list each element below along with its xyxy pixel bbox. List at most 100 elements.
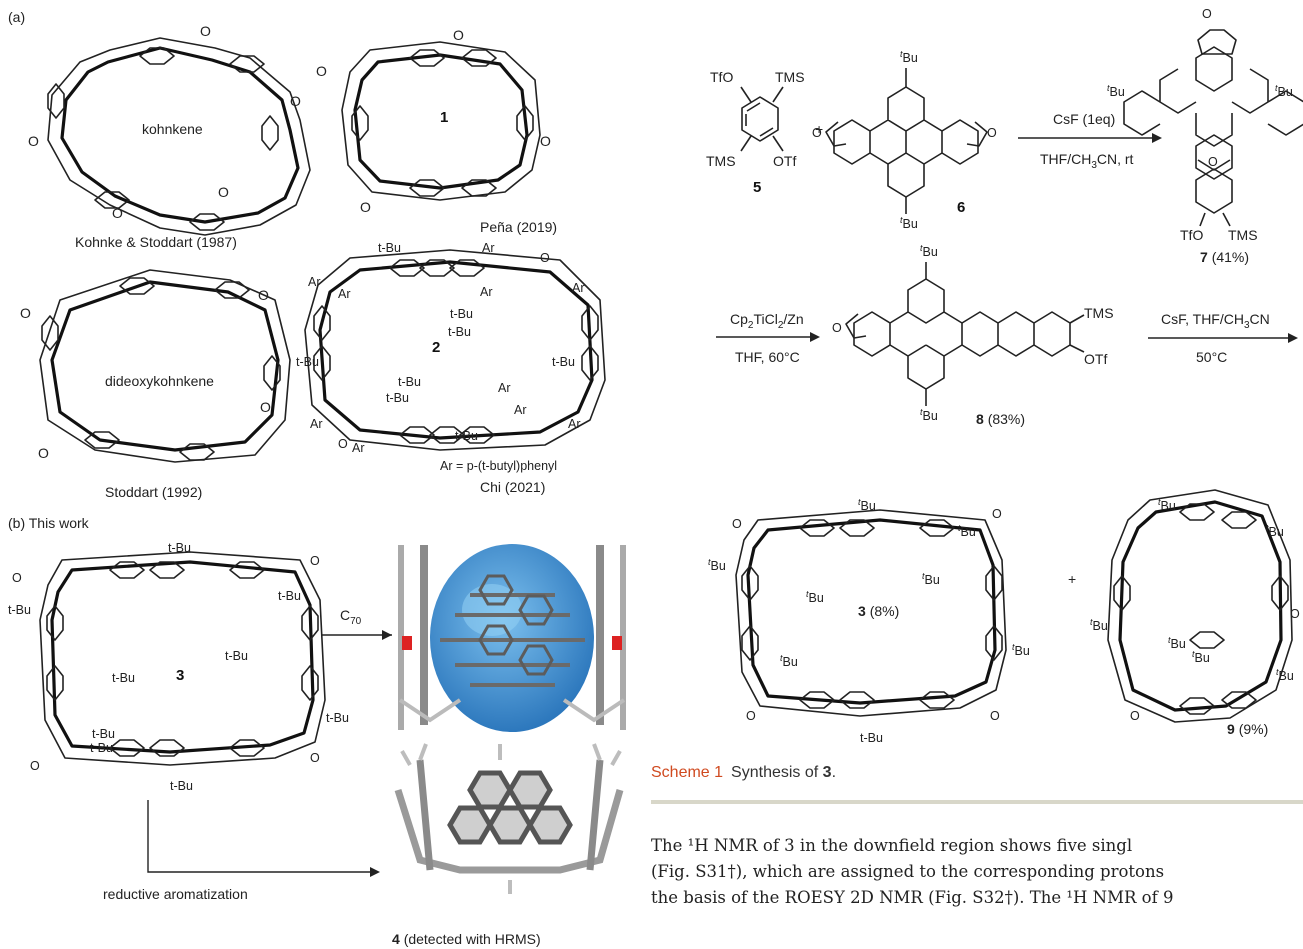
step3-arrowhead [1288,333,1298,343]
svg-text:tBu: tBu [1168,635,1186,651]
panel-a-label: (a) [8,9,25,25]
dideoxykohnkene-credit: Stoddart (1992) [105,484,202,500]
svg-text:t-Bu: t-Bu [8,603,31,617]
svg-text:t-Bu: t-Bu [450,307,473,321]
body-paragraph: The ¹H NMR of 3 in the downfield region … [651,833,1303,911]
svg-text:Ar: Ar [338,287,351,301]
svg-text:O: O [316,63,327,79]
svg-text:O: O [453,27,464,43]
svg-text:O: O [30,759,40,773]
product-4-caption: 4 (detected with HRMS) [392,931,541,947]
svg-text:t-Bu: t-Bu [455,429,478,443]
body-line-3: the basis of the ROESY 2D NMR (Fig. S32†… [651,888,1174,907]
panel-b-compound-number: 3 [176,667,184,684]
c6-tbu-bottom: tBu [900,215,918,231]
step1-arrowhead [1152,133,1162,143]
c8-tms: TMS [1084,305,1114,321]
svg-text:t-Bu: t-Bu [92,727,115,741]
svg-text:O: O [540,133,551,149]
compound-3-panel-b: t-Bu t-Bu O O t-Bu t-Bu t-Bu t-Bu t-Bu t… [8,541,349,793]
svg-text:Ar: Ar [482,241,495,255]
chi-ar-note: Ar = p-(t-butyl)phenyl [440,459,557,473]
svg-text:t-Bu: t-Bu [296,355,319,369]
reduction-arrow [147,800,378,873]
scheme-caption-end: . [831,764,837,781]
step1-top-label: CsF (1eq) [1053,111,1115,127]
c6-tbu-top: tBu [900,49,918,65]
svg-text:tBu: tBu [922,571,940,587]
step2-bottom-label: THF, 60°C [735,349,800,365]
svg-text:tBu: tBu [806,589,824,605]
svg-text:O: O [1130,709,1140,723]
product-4-number: 4 [392,931,400,947]
svg-text:t-Bu: t-Bu [860,731,883,745]
svg-text:Ar: Ar [568,417,581,431]
svg-text:Ar: Ar [498,381,511,395]
c8-tbu-bottom: tBu [920,407,938,423]
svg-text:tBu: tBu [858,497,876,513]
body-line-1: The ¹H NMR of 3 in the downfield region … [651,836,1133,855]
svg-text:O: O [540,251,550,265]
c6-number: 6 [957,199,965,216]
svg-text:O: O [992,507,1002,521]
caption-divider [651,800,1303,804]
step3-bottom-label: 50°C [1196,349,1227,365]
svg-text:Ar: Ar [352,441,365,455]
c5-otf-bottom: OTf [773,153,796,169]
panel-b-label: (b) This work [8,515,90,531]
svg-text:tBu: tBu [780,653,798,669]
reduction-arrowhead [370,867,380,877]
svg-text:t-Bu: t-Bu [326,711,349,725]
svg-text:Ar: Ar [572,281,585,295]
svg-text:t-Bu: t-Bu [170,779,193,793]
svg-text:O: O [200,23,211,39]
product-4-image [394,743,624,894]
svg-text:Ar: Ar [308,275,321,289]
svg-text:t-Bu: t-Bu [112,671,135,685]
compound-9-structure: tBu tBu O tBu tBu tBu tBu O [1090,489,1300,723]
c70-label: C70 [340,607,362,627]
svg-text:t-Bu: t-Bu [398,375,421,389]
step2-arrowhead [810,332,820,342]
step1-bottom-label: THF/CH3CN, rt [1040,151,1134,171]
pena-structure: O O O O [316,27,551,215]
svg-text:tBu: tBu [1266,523,1284,539]
svg-text:t-Bu: t-Bu [225,649,248,663]
svg-text:O: O [28,133,39,149]
step3-top-label: CsF, THF/CH3CN [1161,311,1270,331]
svg-text:tBu: tBu [1090,617,1108,633]
svg-text:t-Bu: t-Bu [552,355,575,369]
c9-label: 9 (9%) [1227,721,1268,737]
c8-otf: OTf [1084,351,1107,367]
svg-text:O: O [20,305,31,321]
c5-tms-bottom: TMS [706,153,736,169]
svg-text:tBu: tBu [1192,649,1210,665]
svg-text:t-Bu: t-Bu [168,541,191,555]
svg-text:t-Bu: t-Bu [278,589,301,603]
body-line-2: (Fig. S31†), which are assigned to the c… [651,862,1165,881]
chi-structure: t-Bu Ar O Ar Ar Ar Ar t-Bu t-Bu t-Bu t-B… [296,241,606,455]
svg-text:O: O [1290,607,1300,621]
svg-text:O: O [746,709,756,723]
svg-text:t-Bu: t-Bu [378,241,401,255]
kohnkene-structure: O O O O O [28,23,311,236]
kohnkene-name: kohnkene [142,121,203,137]
svg-text:O: O [218,184,229,200]
pena-number: 1 [440,109,448,126]
svg-text:O: O [338,437,348,451]
c70-complex-image [398,544,626,732]
scheme-caption-number: 3 [822,764,832,781]
c7-o-bridge: O [1208,155,1218,169]
svg-text:t-Bu: t-Bu [448,325,471,339]
compound-3-scheme: tBu tBu O O tBu tBu tBu tBu tBu O O t-Bu [708,497,1030,745]
plus-sign-1: + [815,121,823,137]
compound-6-structure [825,68,988,214]
c6-o-right: O [987,126,997,140]
compound-8-structure [845,262,1085,406]
svg-text:O: O [258,287,269,303]
c7-label: 7 (41%) [1200,249,1249,265]
c5-number: 5 [753,179,761,196]
kohnkene-credit: Kohnke & Stoddart (1987) [75,234,237,250]
